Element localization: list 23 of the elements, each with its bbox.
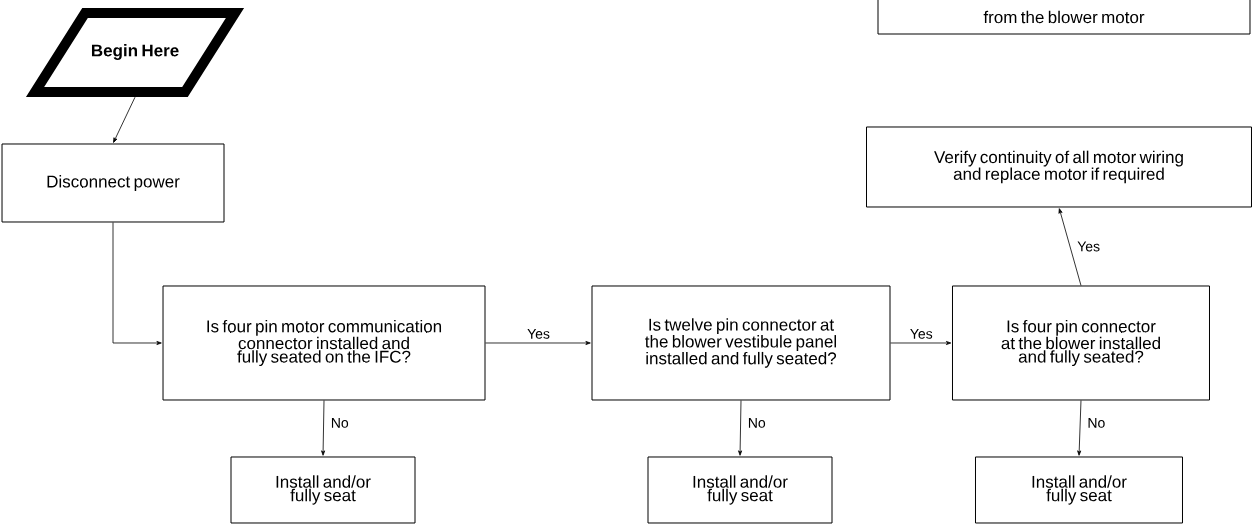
process-box: Disconnect power xyxy=(1,143,225,223)
arrow xyxy=(321,400,326,456)
edge-label: No xyxy=(1086,417,1107,429)
process-box: Install and/or fully seat xyxy=(647,456,833,524)
arrow xyxy=(1077,400,1082,456)
process-box: from the blower motor xyxy=(877,0,1251,35)
arrow xyxy=(890,341,952,345)
process-box: Is four pin connector at the blower installed and fully seated? xyxy=(952,285,1210,401)
process-box: Install and/or fully seat xyxy=(230,456,416,524)
edge-label: Yes xyxy=(1076,240,1102,253)
arrow xyxy=(112,222,162,345)
process-box: Is twelve pin connector at the blower vestibule panel installed and fully seated? xyxy=(591,285,891,401)
arrow xyxy=(1058,208,1082,286)
process-box: Is four pin motor communication connector installed and fully seated on the IFC? xyxy=(162,285,486,401)
arrow xyxy=(485,341,591,345)
edge-label: No xyxy=(329,417,350,429)
arrow xyxy=(738,400,743,456)
edge-label: Yes xyxy=(908,328,934,340)
edge-label: No xyxy=(746,417,767,429)
process-box: Install and/or fully seat xyxy=(975,456,1183,524)
arrow xyxy=(113,96,136,143)
process-box: Verify continuity of all motor wiring and replace motor if required xyxy=(866,126,1252,208)
edge-label: Yes xyxy=(526,328,551,340)
